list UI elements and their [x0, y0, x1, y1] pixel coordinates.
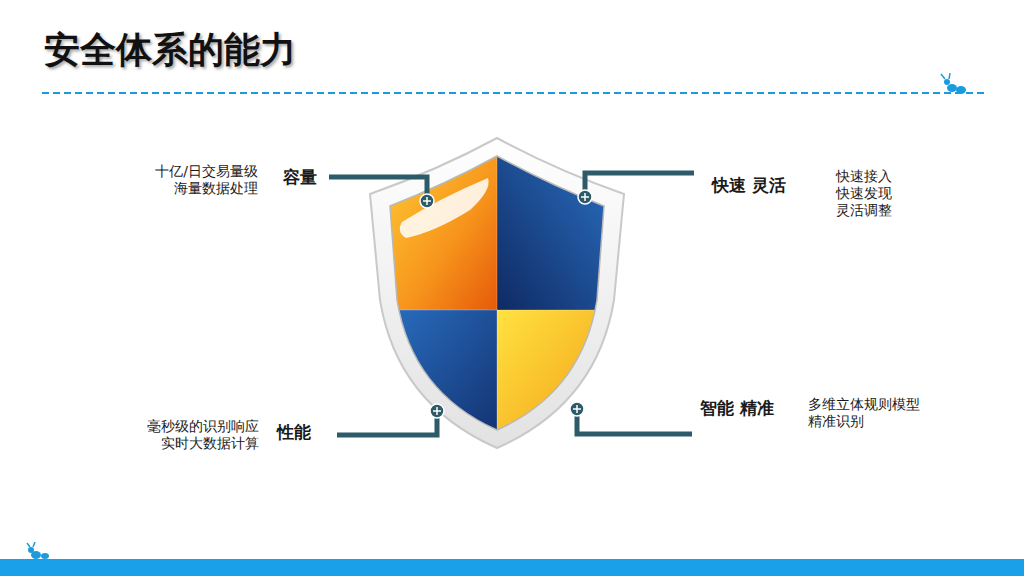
capability-heading: 智能 精准 [700, 397, 774, 420]
ant-icon [941, 73, 966, 94]
capability-heading: 快速 灵活 [712, 174, 786, 197]
description: 多维立体规则模型 精准识别 [808, 396, 926, 430]
footer-bar [0, 559, 1024, 576]
ant-icon [27, 542, 49, 559]
leader-line [329, 173, 694, 435]
divider [42, 92, 985, 94]
capability-heading: 容量 [283, 166, 317, 189]
capability-heading: 性能 [277, 421, 311, 444]
description: 快速接入 快速发现 灵活调整 [836, 168, 900, 219]
description: 十亿/日交易量级 海量数据处理 [149, 163, 258, 197]
description: 毫秒级的识别响应 实时大数据计算 [141, 418, 259, 452]
plus-dot [420, 190, 592, 418]
page-title: 安全体系的能力 [44, 26, 296, 75]
